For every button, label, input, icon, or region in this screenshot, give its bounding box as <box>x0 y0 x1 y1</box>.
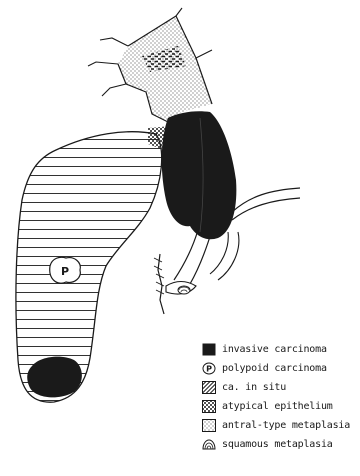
scale-pattern-swatch <box>202 438 216 451</box>
polypoid-p-swatch: P <box>202 362 216 375</box>
legend-item-antral: antral-type metaplasia <box>202 416 358 434</box>
coarse-dot-swatch <box>202 400 216 413</box>
legend-label-polypoid: polypoid carcinoma <box>222 363 327 374</box>
squamous-metaplasia-papilla <box>178 286 190 294</box>
legend-item-squamous: squamous metaplasia <box>202 435 358 453</box>
invasive-carcinoma-main-mass <box>162 111 237 239</box>
legend-label-squamous: squamous metaplasia <box>222 439 333 450</box>
legend-label-antral: antral-type metaplasia <box>222 420 350 431</box>
pancreatic-duct-branch <box>210 232 239 280</box>
polypoid-carcinoma-lesion: P <box>50 257 81 283</box>
legend: invasive carcinoma P polypoid carcinoma … <box>202 340 358 454</box>
duct-branch-left-1 <box>100 38 128 46</box>
diagonal-hatch-swatch <box>202 381 216 394</box>
legend-item-invasive: invasive carcinoma <box>202 340 358 358</box>
common-bile-duct-inner <box>174 230 198 280</box>
legend-label-atypical: atypical epithelium <box>222 401 333 412</box>
solid-black-swatch <box>202 343 216 356</box>
fine-dot-swatch <box>202 419 216 432</box>
legend-item-atypical: atypical epithelium <box>202 397 358 415</box>
svg-text:P: P <box>206 364 212 373</box>
legend-label-invasive: invasive carcinoma <box>222 344 327 355</box>
polypoid-marker-label: P <box>61 265 69 278</box>
legend-item-in-situ: ca. in situ <box>202 378 358 396</box>
duct-branch-left-2 <box>88 62 118 66</box>
pancreatic-duct <box>232 188 300 220</box>
duct-branch-left-3 <box>102 84 126 96</box>
legend-item-polypoid: P polypoid carcinoma <box>202 359 358 377</box>
legend-label-in-situ: ca. in situ <box>222 382 286 393</box>
